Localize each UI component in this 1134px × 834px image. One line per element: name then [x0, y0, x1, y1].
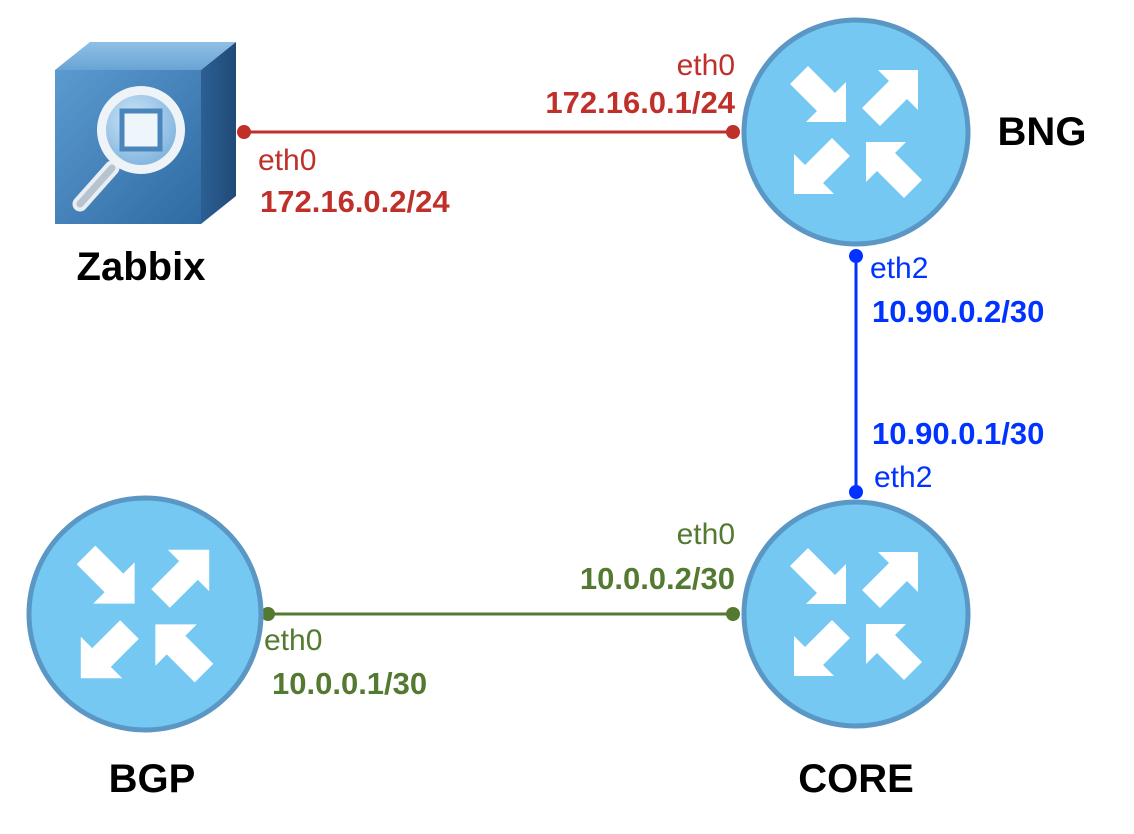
monitoring-server-icon	[55, 42, 236, 224]
zabbix-label: Zabbix	[77, 245, 206, 289]
bng-eth2-ip: 10.90.0.2/30	[872, 294, 1044, 329]
link-bgp-core	[261, 607, 740, 621]
bgp-node[interactable]: BGP	[26, 495, 264, 801]
core-eth2-label: eth2	[874, 461, 932, 494]
bgp-eth0-ip: 10.0.0.1/30	[272, 666, 427, 701]
arrow-in-upper-left-icon	[76, 545, 135, 604]
bng-eth0-port	[726, 125, 740, 139]
link-bng-core	[849, 249, 863, 499]
core-eth0-ip: 10.0.0.2/30	[580, 561, 735, 596]
bgp-label: BGP	[109, 757, 196, 801]
bng-eth2-port	[849, 249, 863, 263]
arrow-in-lower-right-icon	[866, 624, 922, 680]
arrow-in-lower-right-icon	[155, 624, 214, 683]
core-eth0-label: eth0	[677, 518, 735, 551]
core-label: CORE	[798, 757, 914, 801]
core-eth0-port	[726, 607, 740, 621]
zabbix-eth0-label: eth0	[258, 144, 316, 177]
router-icon	[741, 499, 971, 729]
arrow-in-upper-left-icon	[790, 548, 846, 604]
bng-eth0-label: eth0	[677, 49, 735, 82]
zabbix-node[interactable]: Zabbix	[55, 42, 236, 289]
router-icon	[741, 17, 971, 247]
arrow-out-lower-left-icon	[80, 620, 139, 679]
router-icon	[26, 495, 264, 733]
arrow-out-upper-right-icon	[862, 552, 918, 608]
arrow-out-upper-right-icon	[151, 549, 210, 608]
magnifier-icon	[72, 86, 185, 212]
link-zabbix-bng	[237, 125, 740, 139]
bng-node[interactable]: BNG	[741, 17, 1087, 247]
core-eth2-port	[849, 485, 863, 499]
bng-eth2-label: eth2	[870, 252, 928, 285]
bng-label: BNG	[998, 110, 1087, 154]
core-node[interactable]: CORE	[741, 499, 971, 801]
bgp-eth0-label: eth0	[264, 624, 322, 657]
zabbix-eth0-port	[237, 125, 251, 139]
core-eth2-ip: 10.90.0.1/30	[872, 416, 1044, 451]
bng-eth0-ip: 172.16.0.1/24	[545, 85, 735, 120]
bgp-eth0-port	[261, 607, 275, 621]
arrow-out-lower-left-icon	[794, 620, 850, 676]
arrow-in-lower-right-icon	[866, 142, 922, 198]
zabbix-eth0-ip: 172.16.0.2/24	[260, 184, 450, 219]
arrow-out-upper-right-icon	[862, 70, 918, 126]
arrow-out-lower-left-icon	[794, 138, 850, 194]
arrow-in-upper-left-icon	[790, 66, 846, 122]
